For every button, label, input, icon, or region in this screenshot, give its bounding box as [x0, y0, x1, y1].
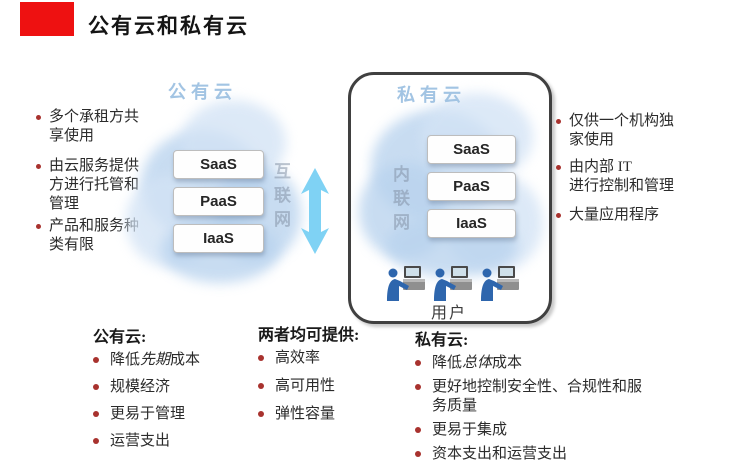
comparison-item-text: 更易于集成 — [432, 422, 508, 438]
bullet-icon — [258, 411, 264, 417]
comparison-public-heading: 公有云: — [93, 329, 147, 346]
item-text-em: 先期 — [140, 352, 171, 368]
comparison-private: 私有云: 降低总体成本 更好地控制安全性、合规性和服务质量 更易于集成 资本支出… — [415, 331, 675, 460]
bullet-icon — [415, 384, 421, 390]
layer-box-paas: PaaS — [427, 172, 516, 201]
bullet-icon — [93, 357, 99, 363]
comparison-item-text: 高效率 — [275, 350, 321, 366]
user-at-computer-icon — [387, 266, 425, 301]
page-title: 公有云和私有云 — [88, 15, 249, 38]
user-at-computer-icon — [434, 266, 472, 301]
bullet-icon — [36, 164, 41, 169]
layer-box-iaas: IaaS — [427, 209, 516, 238]
accent-square — [20, 2, 74, 36]
item-text-part: 降低 — [432, 355, 463, 371]
right-bullet-text: 大量应用程序 — [569, 207, 660, 223]
bullet-icon — [415, 451, 421, 457]
layer-box-iaas: IaaS — [173, 224, 264, 253]
list-item: 产品和服务种类有限 — [36, 217, 146, 255]
comparison-private-heading: 私有云: — [415, 332, 469, 349]
left-bullet-text: 由云服务提供方进行托管和管理 — [49, 158, 140, 212]
bullet-icon — [258, 355, 264, 361]
list-item: 弹性容量 — [258, 405, 403, 424]
bullet-icon — [556, 213, 561, 218]
comparison-item-text: 规模经济 — [110, 379, 171, 395]
item-text-part: 成本 — [492, 355, 523, 371]
double-arrow-icon — [301, 168, 329, 254]
bullet-icon — [93, 384, 99, 390]
comparison-item-text: 更易于管理 — [110, 406, 186, 422]
comparison-item-text: 资本支出和运营支出 — [432, 446, 568, 460]
comparison-item-text: 降低总体成本 — [432, 354, 522, 373]
layer-box-saas: SaaS — [173, 150, 264, 179]
left-bullet-text: 多个承租方共享使用 — [49, 109, 140, 144]
bullet-icon — [36, 115, 41, 120]
list-item: 由云服务提供方进行托管和管理 — [36, 157, 146, 214]
item-text-em: 总体 — [462, 355, 493, 371]
list-item: 更易于集成 — [415, 421, 675, 440]
list-item: 大量应用程序 — [556, 206, 689, 225]
bullet-icon — [258, 383, 264, 389]
comparison-both: 两者均可提供: 高效率 高可用性 弹性容量 — [258, 326, 403, 433]
bullet-icon — [415, 427, 421, 433]
list-item: 降低总体成本 — [415, 354, 675, 373]
list-item: 降低先期成本 — [93, 351, 258, 370]
list-item: 更易于管理 — [93, 405, 258, 424]
list-item: 多个承租方共享使用 — [36, 108, 146, 146]
user-at-computer-icon — [481, 266, 519, 301]
list-item: 规模经济 — [93, 378, 258, 397]
left-bullet-text: 产品和服务种类有限 — [49, 218, 140, 253]
layer-box-paas: PaaS — [173, 187, 264, 216]
comparison-item-text: 更好地控制安全性、合规性和服务质量 — [432, 379, 643, 414]
list-item: 高可用性 — [258, 377, 403, 396]
bullet-icon — [36, 224, 41, 229]
list-item: 更好地控制安全性、合规性和服务质量 — [415, 378, 675, 416]
list-item: 高效率 — [258, 349, 403, 368]
comparison-public: 公有云: 降低先期成本 规模经济 更易于管理 运营支出 — [93, 328, 258, 459]
comparison-item-text: 高可用性 — [275, 378, 336, 394]
right-bullet-text: 由内部 IT 进行控制和管理 — [569, 158, 689, 196]
list-item: 资本支出和运营支出 — [415, 445, 675, 460]
comparison-both-heading: 两者均可提供: — [258, 327, 360, 344]
bullet-icon — [93, 411, 99, 417]
internet-label: 互联网 — [271, 162, 290, 234]
list-item: 运营支出 — [93, 432, 258, 451]
users-label: 用户 — [431, 305, 468, 322]
bullet-icon — [93, 438, 99, 444]
right-bullet-line: 由内部 IT — [569, 159, 632, 175]
right-bullet-text: 仅供一个机构独家使用 — [569, 113, 675, 148]
private-cloud-label: 私有云 — [397, 85, 466, 105]
bullet-icon — [415, 360, 421, 366]
intranet-label: 内联网 — [390, 165, 409, 237]
bullet-icon — [556, 119, 561, 124]
list-item: 由内部 IT 进行控制和管理 — [556, 158, 689, 196]
bullet-icon — [556, 165, 561, 170]
comparison-item-text: 降低先期成本 — [110, 351, 200, 370]
private-cloud-panel: 私有云 内联网 SaaS PaaS IaaS — [348, 72, 552, 324]
public-cloud-label: 公有云 — [168, 82, 237, 102]
item-text-part: 降低 — [110, 352, 141, 368]
list-item: 仅供一个机构独家使用 — [556, 112, 681, 150]
comparison-item-text: 弹性容量 — [275, 406, 336, 422]
right-bullet-line: 进行控制和管理 — [569, 178, 675, 194]
item-text-part: 成本 — [170, 352, 201, 368]
comparison-item-text: 运营支出 — [110, 433, 171, 449]
layer-box-saas: SaaS — [427, 135, 516, 164]
